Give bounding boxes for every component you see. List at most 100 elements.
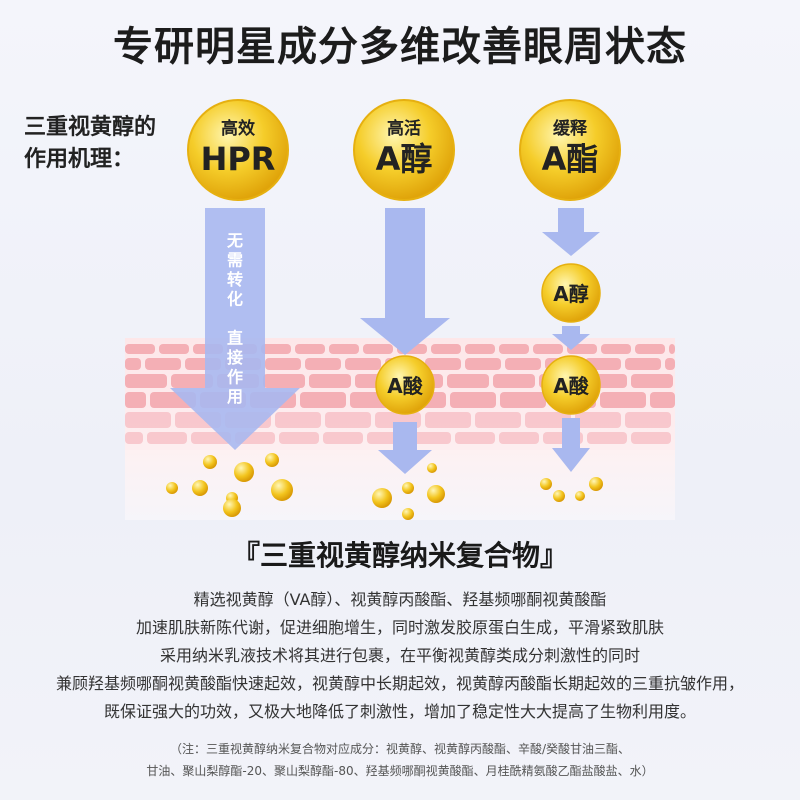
skin-cell [500,392,546,408]
particle-dot [372,488,392,508]
skin-cell [425,358,461,370]
skin-cell [265,358,301,370]
bubble-ae-small: 缓释 [553,118,588,139]
skin-cell [499,432,539,444]
particle-dot [402,482,414,494]
skin-cell [447,374,489,388]
skin-cell [125,358,141,370]
skin-cell [125,392,146,408]
skin-cell [575,412,621,428]
particle-dot [575,491,585,501]
description-line: 既保证强大的功效，又极大地降低了刺激性，增加了稳定性大大提高了生物利用度。 [103,702,696,721]
particle-dot [166,482,178,494]
vertical-label-char: 转 [227,270,243,289]
particle-dot [203,455,217,469]
skin-cell [533,344,563,354]
bubble-hpr: 高效 HPR [187,99,289,201]
skin-cell [159,344,189,354]
skin-cell [261,344,291,354]
skin-cell [635,344,665,354]
skin-cell [171,374,213,388]
skin-cell [279,432,319,444]
skin-cell [669,344,675,354]
skin-cell [450,392,496,408]
description-line: 采用纳米乳液技术将其进行包裹，在平衡视黄醇类成分刺激性的同时 [159,646,640,665]
vertical-label-char: 用 [227,387,243,406]
skin-cell [125,412,171,428]
arrow-ae-2 [552,326,590,350]
skin-cell [631,374,673,388]
arrow-hpr [170,208,300,450]
bubble-acid2-label: A酸 [553,374,589,398]
note-line: 甘油、聚山梨醇酯-20、聚山梨醇酯-80、羟基频哪酮视黄酸酯、月桂酰精氨酸乙酯盐… [146,764,654,778]
skin-cell [600,392,646,408]
vertical-label-char: 无 [226,231,243,250]
particle-dot [265,453,279,467]
bubble-acid2: A酸 [541,355,601,415]
skin-cell [300,392,346,408]
skin-cell [125,432,143,444]
skin-cell [309,374,351,388]
skin-cell [329,344,359,354]
skin-cell [665,358,675,370]
description-line: 精选视黄醇（VA醇）、视黄醇丙酸酯、羟基频哪酮视黄酸酯 [193,590,607,609]
arrow-acid1-down [378,422,432,474]
skin-cell [425,412,471,428]
skin-cell [625,358,661,370]
bubble-mid-ra: A醇 [541,263,601,323]
skin-cell [125,344,155,354]
skin-cell [325,412,371,428]
skin-cell [475,412,521,428]
skin-cell [295,344,325,354]
arrow-acid2-down [552,418,590,472]
bubble-ra: 高活 A醇 [353,99,455,201]
skin-cell [431,344,461,354]
bubble-ra-small: 高活 [387,118,421,139]
page-title: 专研明星成分多维改善眼周状态 [113,24,687,70]
skin-cell [363,344,393,354]
skin-cell [499,344,529,354]
description-line: 加速肌肤新陈代谢，促进细胞增生，同时激发胶原蛋白生成，平滑紧致肌肤 [135,618,664,637]
skin-cell [263,374,305,388]
skin-cell [275,412,321,428]
skin-cell [411,432,451,444]
particle-dot [234,462,254,482]
vertical-label-char: 需 [227,251,243,270]
particle-dot [402,508,414,520]
vertical-label-char: 直 [227,329,243,348]
particle-dot [271,479,293,501]
particle-dot [223,499,241,517]
skin-cell [465,358,501,370]
skin-cell [147,432,187,444]
skin-cell [650,392,675,408]
section-subtitle: 『三重视黄醇纳米复合物』 [231,539,568,572]
bubble-acid1-label: A酸 [387,374,423,398]
skin-cell [323,432,363,444]
particle-dot [427,485,445,503]
bubble-hpr-big: HPR [201,140,276,178]
particle-dot [192,480,208,496]
skin-cell [625,412,671,428]
skin-cell [525,412,571,428]
particle-dot [427,463,437,473]
skin-cell [145,358,181,370]
arrow-ae [542,208,600,256]
skin-cell [455,432,495,444]
skin-cell [125,374,167,388]
skin-cell [305,358,341,370]
mechanism-label-line1: 三重视黄醇的 [24,115,157,140]
skin-cell [345,358,381,370]
skin-cell [505,358,541,370]
mechanism-label-line2: 作用机理： [24,147,135,172]
vertical-label-char: 作 [227,368,243,387]
description: 精选视黄醇（VA醇）、视黄醇丙酸酯、羟基频哪酮视黄酸酯 加速肌肤新陈代谢，促进细… [0,586,800,726]
bubble-hpr-small: 高效 [221,118,255,139]
vertical-label-char: 化 [227,290,243,309]
particle-dot [589,477,603,491]
skin-cell [601,344,631,354]
ingredient-note: （注：三重视黄醇纳米复合物对应成分：视黄醇、视黄醇丙酸酯、辛酸/癸酸甘油三酯、 … [0,738,800,782]
bubble-ra-big: A醇 [376,140,433,178]
bubble-ae-big: A酯 [542,140,599,178]
